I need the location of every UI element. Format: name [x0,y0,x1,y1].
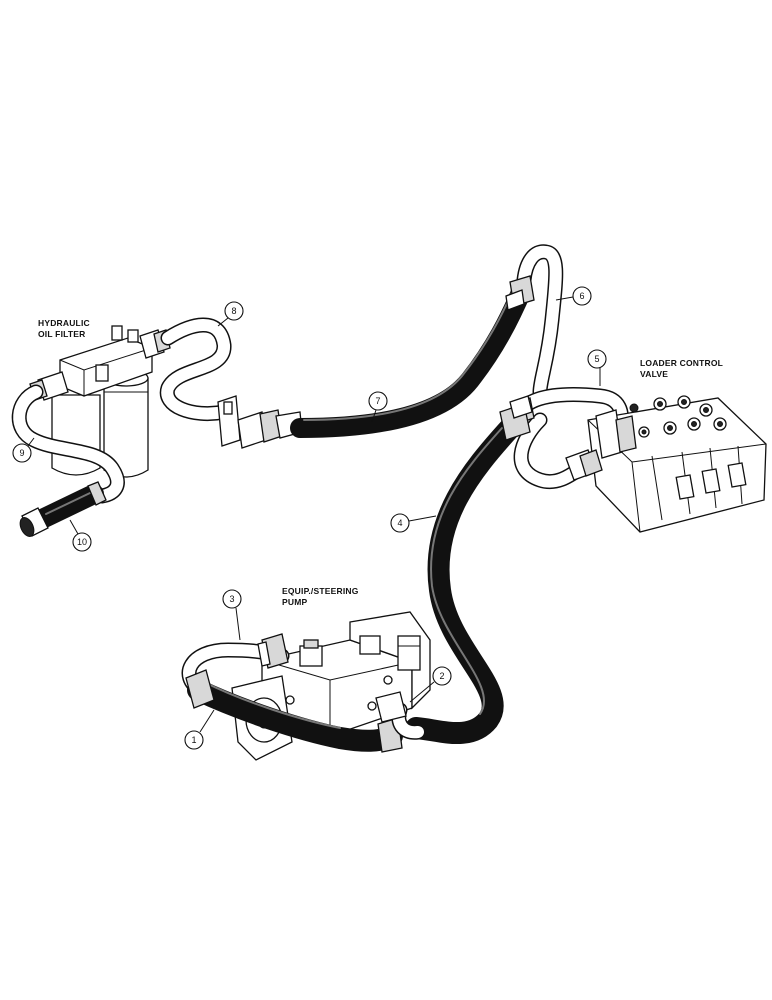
svg-text:OIL FILTER: OIL FILTER [38,329,86,339]
label-hydraulic-oil-filter: HYDRAULIC OIL FILTER [38,318,90,339]
callout-4: 4 [390,513,437,533]
svg-text:5: 5 [594,354,599,364]
callout-5: 5 [587,349,607,386]
callout-10: 10 [69,519,92,552]
hose-4 [405,395,533,744]
tube-2 [375,691,426,740]
tube-8 [159,317,232,422]
svg-text:4: 4 [397,518,402,528]
callout-2: 2 [409,666,452,703]
svg-text:9: 9 [19,448,24,458]
tube-6 [505,244,564,400]
svg-text:10: 10 [77,537,87,547]
label-loader-control-valve: LOADER CONTROL VALVE [640,358,723,379]
svg-text:6: 6 [579,291,584,301]
loader-control-valve [565,395,767,533]
svg-text:1: 1 [191,735,196,745]
callout-3: 3 [222,589,242,641]
callout-6: 6 [555,286,592,306]
callout-7: 7 [368,391,388,423]
svg-text:VALVE: VALVE [640,369,668,379]
tube-9 [11,384,125,504]
svg-text:8: 8 [231,306,236,316]
svg-text:2: 2 [439,671,444,681]
svg-text:3: 3 [229,594,234,604]
callout-9: 9 [12,437,35,463]
callout-8: 8 [217,301,244,327]
svg-text:EQUIP./STEERING: EQUIP./STEERING [282,586,359,596]
svg-text:PUMP: PUMP [282,597,307,607]
svg-text:LOADER CONTROL: LOADER CONTROL [640,358,723,368]
hose-7 [290,280,532,438]
hose-1 [185,669,403,753]
label-equip-steering-pump: EQUIP./STEERING PUMP [282,586,359,607]
svg-text:7: 7 [375,396,380,406]
hose-10 [19,481,107,537]
callout-1: 1 [184,709,215,750]
svg-text:HYDRAULIC: HYDRAULIC [38,318,90,328]
hose-connector [217,395,303,449]
